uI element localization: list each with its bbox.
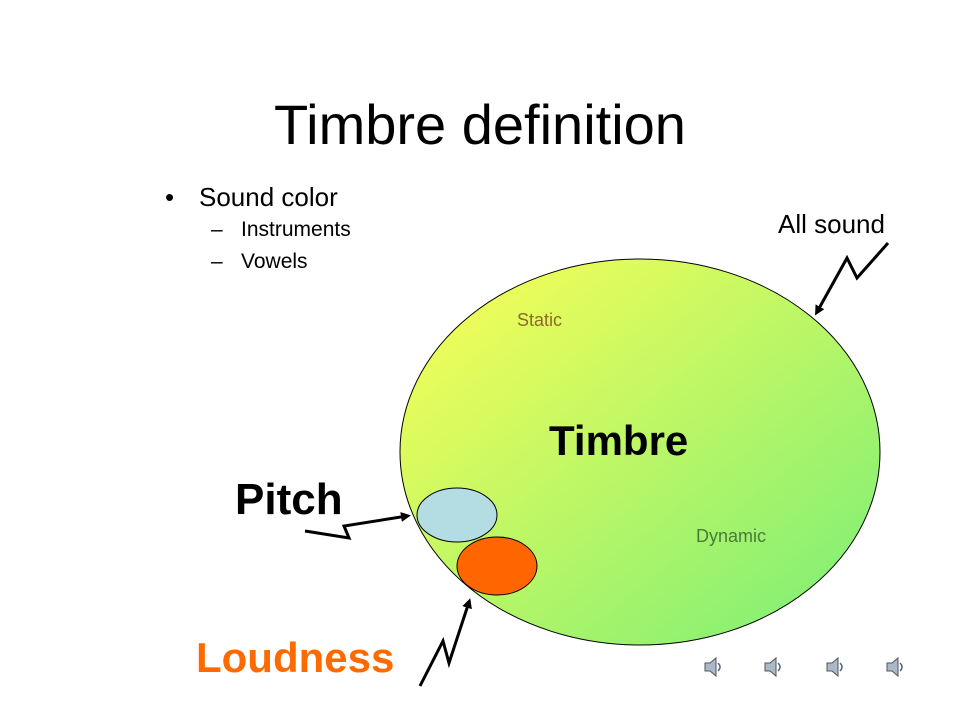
speaker-icon[interactable] [704,656,721,678]
pitch-arrow [304,512,411,540]
speaker-icon[interactable] [764,656,781,678]
sub-bullet-dash: – [211,218,223,241]
all-sound-arrow [815,242,890,316]
bullet-list: • Sound color – Instruments – Vowels [165,180,351,278]
sub-bullet-dash: – [211,250,223,273]
sub-bullet-text: Vowels [241,250,308,273]
timbre-label: Timbre [549,417,689,464]
speaker-icon[interactable] [826,656,843,678]
loudness-circle [456,536,538,596]
sub-bullet-item: – Vowels [165,246,351,278]
speaker-icon[interactable] [886,656,903,678]
loudness-arrow [418,598,472,687]
all-sound-label: All sound [778,209,885,239]
bullet-dot: • [165,182,175,212]
bullet-item: • Sound color [165,180,351,214]
dynamic-label: Dynamic [696,526,767,546]
loudness-label: Loudness [196,634,395,681]
pitch-circle [416,487,498,543]
sub-bullet-text: Instruments [241,218,351,241]
slide-title: Timbre definition [274,93,686,156]
static-label: Static [517,310,563,330]
sub-bullet-item: – Instruments [165,214,351,246]
bullet-text: Sound color [199,182,338,212]
pitch-label: Pitch [235,475,343,524]
